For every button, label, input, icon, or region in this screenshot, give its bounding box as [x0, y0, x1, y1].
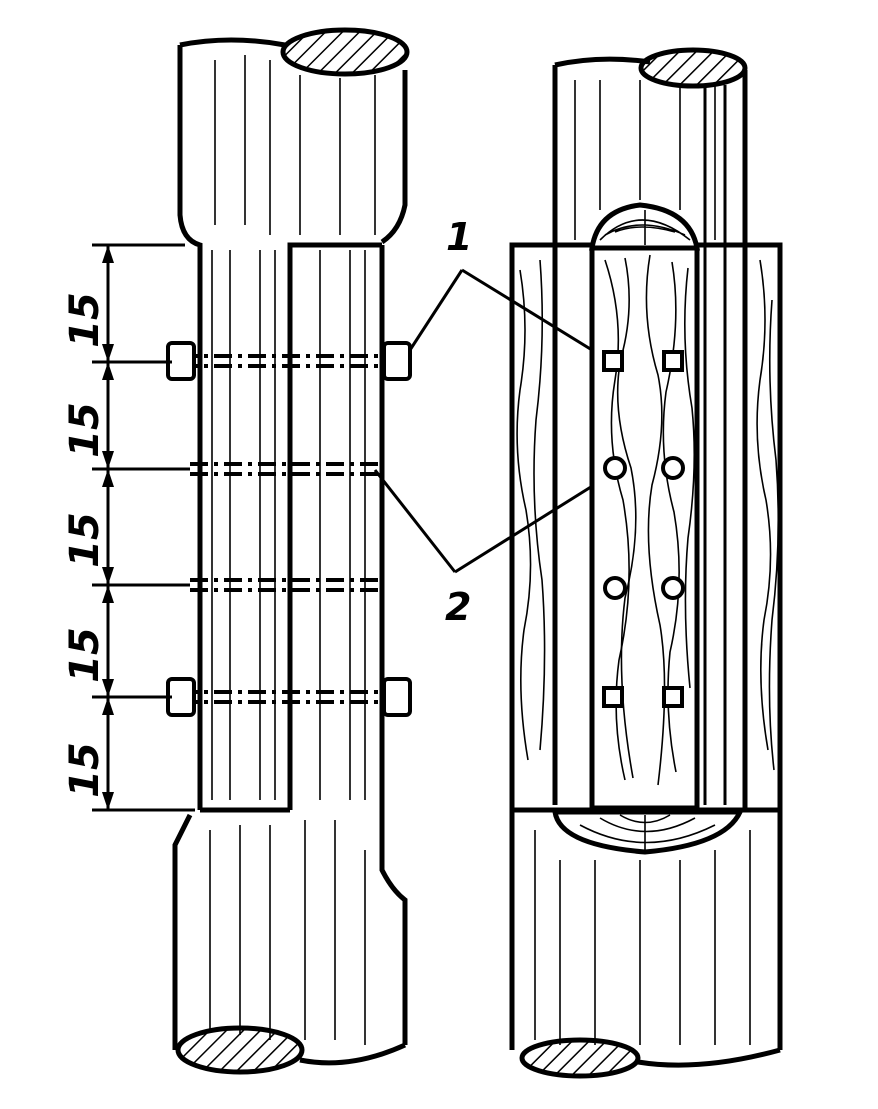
dimension-label-1: 15 — [62, 292, 108, 348]
nail-head-square — [602, 350, 624, 372]
right-insert-plank — [589, 202, 701, 811]
bolt-hole-round — [661, 456, 685, 480]
dimension-label-3: 15 — [62, 512, 108, 568]
left-fastener-lines — [180, 354, 400, 704]
right-view-plate-splice — [509, 47, 783, 1079]
dimension-label-2: 15 — [62, 402, 108, 458]
left-upper-log — [177, 27, 410, 810]
bolt-hole-round — [603, 456, 627, 480]
callouts: 1 2 — [373, 215, 611, 629]
callout-2: 2 — [445, 585, 471, 629]
nail-head-square — [662, 350, 684, 372]
bolt-hole-round — [603, 576, 627, 600]
bolt-hole-round — [661, 576, 685, 600]
nail-head-square — [662, 686, 684, 708]
callout-1: 1 — [446, 215, 472, 259]
left-plate-ends — [166, 341, 412, 717]
left-lower-log — [172, 245, 408, 1075]
left-upper-log-end-section — [280, 27, 410, 77]
right-upper-log-end-section — [638, 47, 748, 89]
dimension-chain: 15 15 15 15 15 — [62, 243, 195, 812]
dimension-label-4: 15 — [62, 627, 108, 683]
right-lower-log-end-section — [519, 1037, 641, 1079]
dimension-label-5: 15 — [62, 742, 108, 798]
left-view-half-lap-splice: 15 15 15 15 15 — [62, 27, 412, 1075]
right-upper-log — [552, 47, 748, 810]
nail-head-square — [602, 686, 624, 708]
left-lower-log-end-section — [175, 1025, 305, 1075]
right-lower-log — [509, 809, 783, 1079]
